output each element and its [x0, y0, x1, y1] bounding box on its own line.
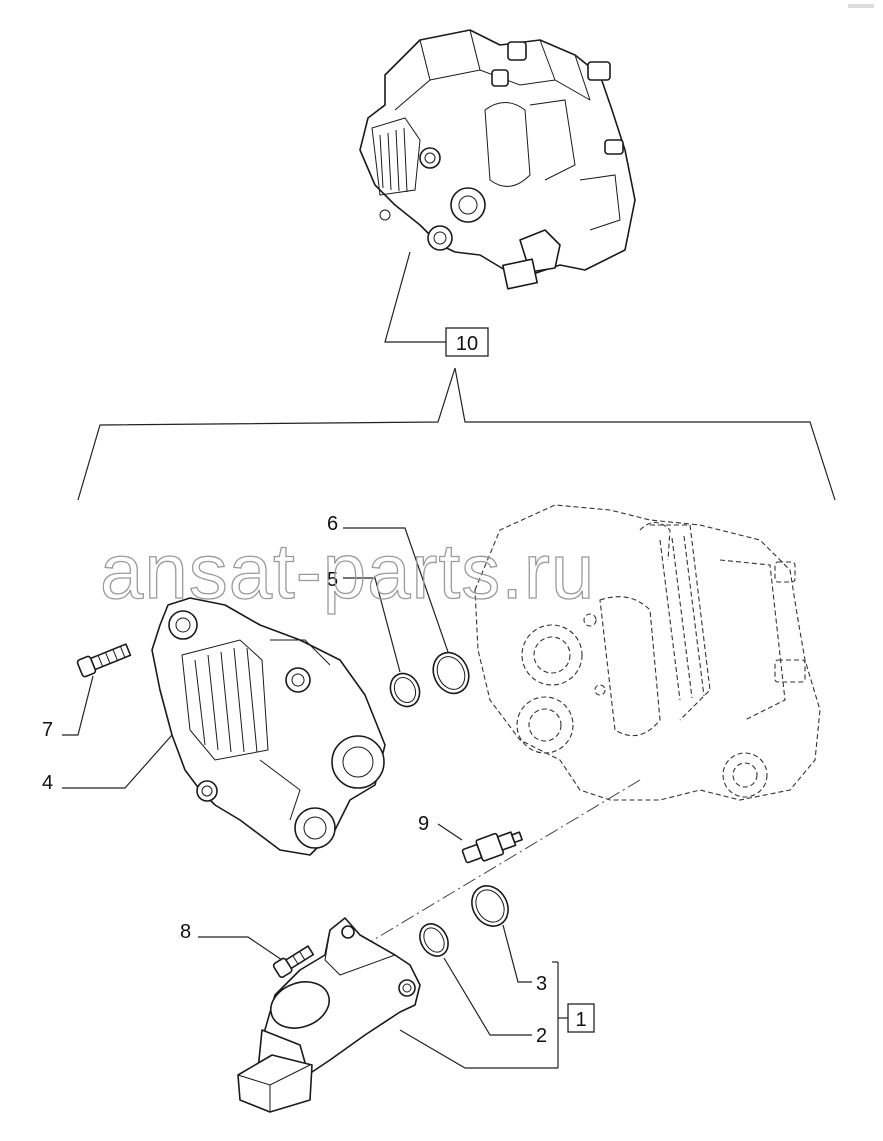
pump-assembly-top — [359, 29, 636, 290]
callout-7: 7 — [42, 719, 53, 741]
callout-1: 1 — [575, 1009, 586, 1031]
callout-8: 8 — [180, 921, 191, 943]
callout-9: 9 — [418, 813, 429, 835]
callout-10: 10 — [456, 333, 478, 355]
callout-5: 5 — [327, 569, 338, 591]
part-7-bolt — [76, 643, 132, 678]
pump-body-ghost — [474, 504, 821, 801]
callout-2: 2 — [536, 1025, 547, 1047]
callout-4: 4 — [42, 772, 53, 794]
part-4-pump-head — [151, 597, 386, 856]
callout-3: 3 — [536, 973, 547, 995]
part-3-o-ring — [471, 885, 509, 927]
part-5-o-ring — [389, 672, 421, 708]
callout-box-10 — [445, 327, 489, 357]
part-9-sensor — [461, 831, 523, 864]
callout-6: 6 — [327, 513, 338, 535]
part-1-pressure-regulator — [237, 917, 421, 1113]
corner-mark — [848, 4, 874, 8]
part-8-bolt — [272, 945, 315, 978]
watermark-text: ansat-parts.ru — [100, 527, 595, 615]
callout-box-1 — [567, 1003, 595, 1033]
part-2-o-ring — [419, 923, 449, 957]
part-6-o-ring — [432, 651, 470, 695]
